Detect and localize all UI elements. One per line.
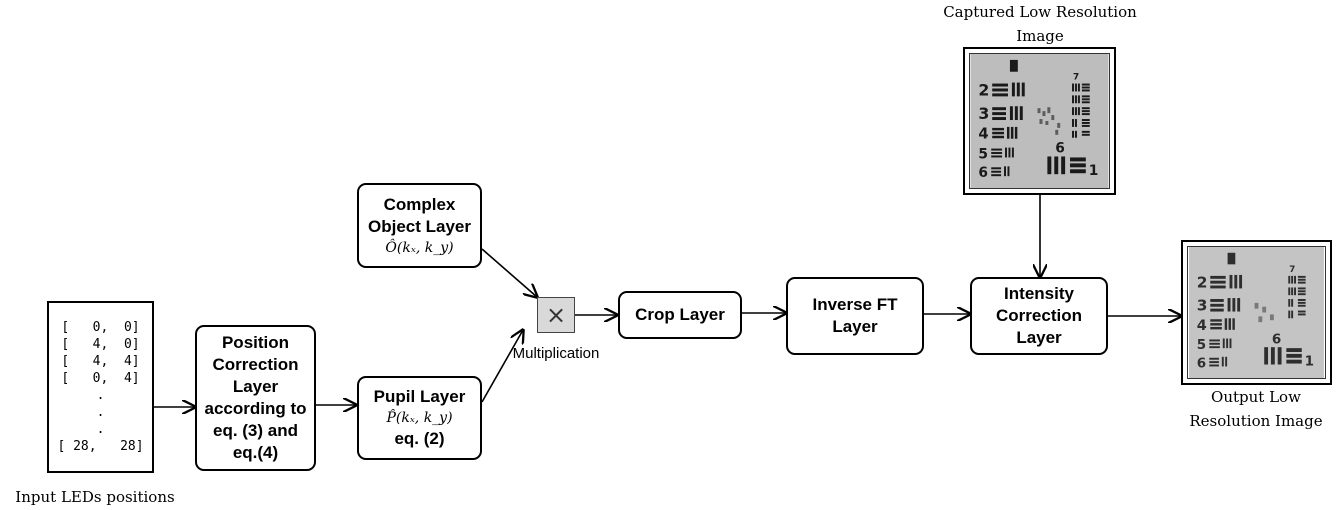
crop-label: Crop Layer: [635, 305, 725, 324]
complex-object-layer: Complex Object Layer Ô(kₓ, k_y): [357, 183, 482, 268]
pupil-layer: Pupil Layer P̂(kₓ, k_y) eq. (2): [357, 376, 482, 460]
output-resolution-target-image: 2 3 4 5 6 7 6: [1187, 246, 1326, 379]
led-row: [ 4, 0]: [61, 337, 140, 352]
svg-text:3: 3: [978, 104, 989, 123]
svg-text:7: 7: [1289, 265, 1295, 275]
svg-text:4: 4: [1197, 318, 1207, 334]
inverse-ft-layer: Inverse FT Layer: [786, 277, 924, 355]
arrow-object-to-mult: [481, 248, 537, 297]
object-symbol: Ô(kₓ, k_y): [385, 239, 454, 256]
pupil-equation: eq. (2): [394, 429, 445, 448]
intensity-correction-layer: Intensity Correction Layer: [970, 277, 1108, 355]
intensity-correction-label: Intensity Correction Layer: [996, 284, 1082, 347]
svg-text:4: 4: [978, 126, 988, 143]
captured-caption: Captured Low Resolution Image: [943, 3, 1137, 45]
svg-text:1: 1: [1305, 353, 1314, 369]
svg-text:6: 6: [1055, 141, 1065, 157]
svg-text:7: 7: [1073, 73, 1079, 83]
crop-layer: Crop Layer: [618, 291, 742, 339]
led-caption: Input LEDs positions: [15, 488, 175, 506]
led-positions-box: [ 0, 0] [ 4, 0] [ 4, 4] [ 0, 4] . . . [ …: [47, 301, 154, 473]
multiply-icon: ×: [545, 301, 567, 329]
led-row: [ 0, 0]: [61, 320, 140, 335]
captured-image-frame: 2 3 4 5 6 7: [963, 47, 1116, 195]
svg-text:6: 6: [1197, 355, 1206, 371]
led-row: [ 28, 28]: [57, 439, 144, 454]
led-row: .: [96, 388, 105, 403]
led-row: .: [96, 422, 105, 437]
svg-text:1: 1: [1089, 163, 1099, 179]
pupil-symbol: P̂(kₓ, k_y): [386, 410, 453, 426]
svg-text:2: 2: [1197, 273, 1208, 291]
output-caption: Output Low Resolution Image: [1189, 388, 1323, 430]
inverse-ft-label: Inverse FT Layer: [812, 295, 898, 336]
svg-text:3: 3: [1197, 297, 1208, 315]
captured-resolution-target-image: 2 3 4 5 6 7: [969, 53, 1110, 189]
output-image-frame: 2 3 4 5 6 7 6: [1181, 240, 1332, 385]
svg-text:6: 6: [978, 165, 988, 181]
multiplication-label: Multiplication: [512, 345, 600, 362]
position-correction-layer: Position Correction Layer according to e…: [195, 325, 316, 471]
multiplication-node: ×: [537, 297, 575, 333]
svg-text:6: 6: [1272, 331, 1281, 347]
pupil-label: Pupil Layer: [373, 387, 466, 406]
svg-text:5: 5: [1197, 337, 1206, 353]
led-row: .: [96, 405, 105, 420]
position-correction-label: Position Correction Layer according to e…: [204, 333, 307, 462]
svg-text:2: 2: [978, 80, 989, 99]
svg-text:5: 5: [978, 146, 988, 162]
led-row: [ 4, 4]: [61, 354, 140, 369]
complex-object-label: Complex Object Layer: [368, 194, 471, 236]
led-row: [ 0, 4]: [61, 371, 140, 386]
arrow-pupil-to-mult: [481, 330, 523, 403]
